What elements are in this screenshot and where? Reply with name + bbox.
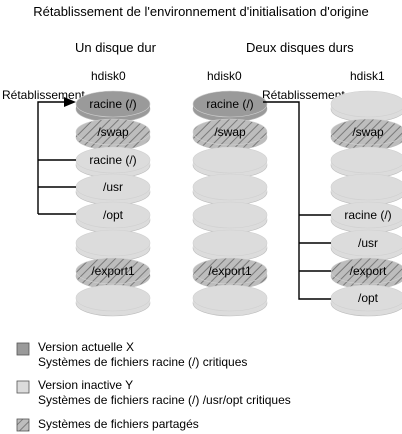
legend-inactive-line1: Version inactive Y <box>38 378 134 392</box>
hdisk0-single-slice <box>75 284 151 317</box>
hdisk0-single-slice: racine (/) <box>75 146 151 179</box>
legend-swatch-inactive <box>16 380 30 394</box>
hdisk0-single-slice: /opt <box>75 201 151 234</box>
hdisk0-dual-slice-label: racine (/) <box>206 97 253 111</box>
hdisk1-slice-label: /usr <box>358 236 378 250</box>
hdisk1-slice: /opt <box>330 284 402 317</box>
fallback-connector-one-disk <box>37 101 64 214</box>
disk-label-hdisk0-single: hdisk0 <box>91 69 126 83</box>
legend-shared-line1: Systèmes de fichiers partagés <box>38 417 199 431</box>
hdisk0-single-slice-label: racine (/) <box>89 153 136 167</box>
hdisk0-single-slice-label: /usr <box>103 180 123 194</box>
hdisk0-dual-slice <box>192 229 268 262</box>
disk-label-hdisk0-dual: hdisk0 <box>207 69 242 83</box>
hdisk0-single-slice: racine (/) <box>75 90 151 123</box>
hdisk1-slice-label: racine (/) <box>344 208 391 222</box>
fallback-connector-two-disks <box>263 101 331 300</box>
legend-current-line1: Version actuelle X <box>38 340 135 354</box>
fallback-label-two-disks: Rétablissement <box>262 88 345 102</box>
heading-one-disk: Un disque dur <box>75 40 156 55</box>
hdisk0-dual-slice <box>192 201 268 234</box>
hdisk0-dual-slice <box>192 173 268 206</box>
hdisk1-slice: /swap <box>330 118 402 151</box>
legend-swatch-shared <box>16 418 30 432</box>
hdisk1-slice: /export <box>330 257 402 290</box>
hdisk0-single-slice <box>75 229 151 262</box>
hdisk0-single-slice: /usr <box>75 173 151 206</box>
hdisk0-single-slice-label: /export1 <box>91 264 135 278</box>
hdisk0-dual-slice-label: /export1 <box>208 264 252 278</box>
hdisk0-single-slice-label: racine (/) <box>89 97 136 111</box>
hdisk0-dual-slice <box>192 146 268 179</box>
fallback-label-one-disk: Rétablissement <box>2 88 85 102</box>
hdisk0-single-slice-label: /opt <box>103 208 124 222</box>
hdisk0-single-slice-label: /swap <box>97 125 129 139</box>
diagram-title: Rétablissement de l'environnement d'init… <box>33 4 369 19</box>
hdisk1-slice-label: /swap <box>352 125 384 139</box>
hdisk0-dual-slice: /export1 <box>192 257 268 290</box>
hdisk0-dual-slice: racine (/) <box>192 90 268 123</box>
heading-two-disks: Deux disques durs <box>246 40 354 55</box>
disk-label-hdisk1: hdisk1 <box>350 69 385 83</box>
hdisk1-slice <box>330 146 402 179</box>
legend-inactive-line2: Systèmes de fichiers racine (/) /usr/opt… <box>38 393 291 407</box>
hdisk0-single-slice: /swap <box>75 118 151 151</box>
hdisk1-slice-label: /export <box>350 264 387 278</box>
hdisk1-slice <box>330 173 402 206</box>
hdisk0-dual-slice <box>192 284 268 317</box>
hdisk1-slice: /usr <box>330 229 402 262</box>
hdisk1-slice: racine (/) <box>330 201 402 234</box>
hdisk0-single-slice: /export1 <box>75 257 151 290</box>
hdisk0-dual-slice: /swap <box>192 118 268 151</box>
legend-swatch-current <box>16 342 30 356</box>
hdisk1-slice-label: /opt <box>358 291 379 305</box>
legend-current-line2: Systèmes de fichiers racine (/) critique… <box>38 355 248 369</box>
hdisk0-dual-slice-label: /swap <box>214 125 246 139</box>
